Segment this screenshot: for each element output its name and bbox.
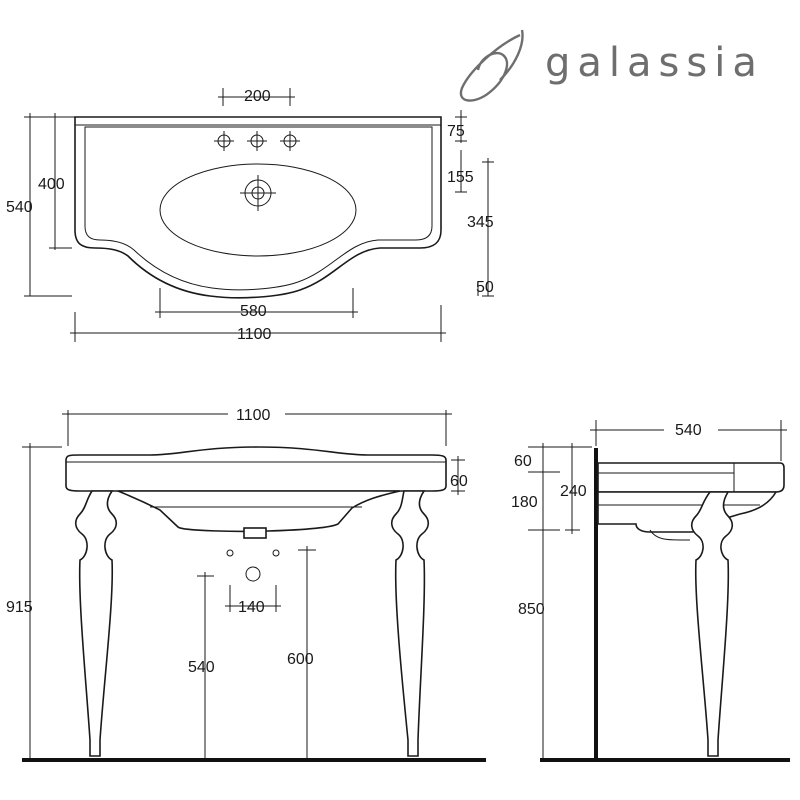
dim-label-top-total-width: 1100: [237, 326, 272, 343]
tap-hole-right-icon: [280, 131, 300, 151]
front-view: 1100 140 540: [6, 407, 486, 762]
dim-front-total-width: 1100: [62, 407, 452, 446]
dim-label-back-height: 75: [447, 123, 465, 140]
dim-label-floor-to-top: 850: [518, 601, 545, 618]
dim-top-total-width: 1100: [70, 305, 446, 343]
dim-total-height: 915: [6, 443, 62, 760]
side-view: 540 60 180 850 240: [511, 420, 790, 762]
right-leg: [390, 490, 430, 757]
dim-left-supply-height: 540: [188, 572, 215, 758]
supply-left-icon: [226, 549, 234, 557]
dim-label-supply-spacing: 140: [238, 599, 265, 616]
dim-right-supply-height: 600: [287, 546, 316, 758]
dim-label-side-depth: 400: [38, 176, 65, 193]
side-leg: [690, 491, 734, 757]
counter-top: [65, 446, 447, 492]
dim-label-side-depth: 540: [675, 422, 702, 439]
brand-name: galassia: [545, 40, 764, 86]
dim-label-right-supply-height: 600: [287, 651, 314, 668]
dim-label-side-overall-basin: 240: [560, 483, 587, 500]
side-basin-body: [597, 491, 778, 533]
dim-right-chain: 75 155 345 50: [447, 110, 494, 297]
side-counter-profile: [597, 462, 785, 493]
supply-points: [226, 549, 280, 582]
dim-label-side-top-thickness: 60: [514, 453, 532, 470]
dim-label-front-top-thickness: 60: [450, 473, 468, 490]
dim-label-front-to-drain: 345: [467, 214, 494, 231]
dim-label-tap-to-drain: 155: [447, 169, 474, 186]
dim-side-depth: 540: [590, 420, 787, 461]
left-leg: [74, 490, 118, 757]
swirl-logo-icon: [459, 29, 524, 102]
tap-hole-left-icon: [214, 131, 234, 151]
dim-tap-spacing: 200: [218, 88, 295, 106]
dim-label-total-depth: 540: [6, 199, 33, 216]
drain-outlet: [243, 527, 267, 539]
dim-label-left-supply-height: 540: [188, 659, 215, 676]
dim-label-front-total-width: 1100: [236, 407, 271, 424]
brand-logo: galassia: [459, 29, 764, 102]
dim-front-top-thickness: 60: [450, 456, 468, 495]
supply-right-icon: [272, 549, 280, 557]
tap-hole-center-icon: [247, 131, 267, 151]
dim-label-side-basin-height: 180: [511, 494, 538, 511]
top-view: 200 75 155 345 50 540 400: [6, 88, 494, 343]
inner-rim: [84, 126, 433, 291]
basin-bowl: [159, 163, 357, 257]
basin-underside: [117, 490, 401, 533]
dim-side-left-chain: 60 180 850: [511, 443, 592, 760]
dim-label-bottom-offset: 50: [476, 279, 494, 296]
side-trap: [649, 529, 690, 541]
dim-bowl-width: 580: [155, 288, 358, 320]
tap-holes: [214, 131, 300, 151]
waste-outlet-icon: [245, 566, 261, 582]
dim-side-overall-basin: 240: [560, 443, 587, 534]
dim-label-bowl-width: 580: [240, 303, 267, 320]
drain-icon: [240, 175, 276, 211]
dim-label-total-height: 915: [6, 599, 33, 616]
dim-supply-spacing: 140: [225, 585, 281, 616]
dim-left-chain: 540 400: [6, 113, 75, 297]
dim-label-tap-spacing: 200: [244, 88, 271, 105]
